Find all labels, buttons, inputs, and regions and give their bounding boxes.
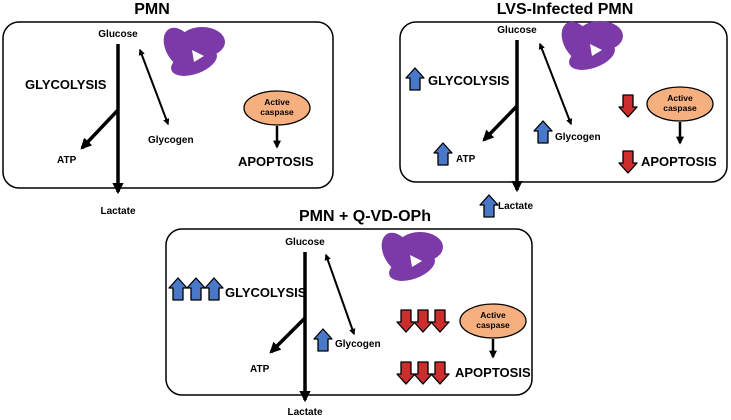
pmn-panel: PMN Glucose GLYCOLYSIS Glycogen ATP Lact… bbox=[2, 1, 334, 217]
pmn-atp-arrow bbox=[80, 108, 120, 150]
qvd-glucose-label: Glucose bbox=[285, 237, 325, 248]
qvd-glycogen-label: Glycogen bbox=[335, 339, 381, 350]
lvs-caspase-badge bbox=[646, 86, 714, 122]
qvd-caspase-label-1: Active bbox=[480, 310, 506, 320]
lvs-caspase-label-1: Active bbox=[667, 93, 693, 103]
pmn-glycogen-arrow bbox=[138, 48, 170, 126]
qvd-glycolysis-label: GLYCOLYSIS bbox=[225, 285, 307, 300]
lvs-glycogen-label: Glycogen bbox=[555, 132, 601, 143]
pmn-glycogen-label: Glycogen bbox=[148, 135, 194, 146]
qvd-title: PMN + Q-VD-OPh bbox=[299, 208, 431, 225]
qvd-glycogen-arrow bbox=[324, 253, 356, 336]
pmn-glucose-label: Glucose bbox=[98, 29, 138, 40]
qvd-apoptosis-label: APOPTOSIS bbox=[455, 365, 531, 380]
pmn-lactate-label: Lactate bbox=[100, 206, 135, 217]
pmn-glycolysis-label: GLYCOLYSIS bbox=[25, 77, 107, 92]
pmn-title: PMN bbox=[134, 1, 170, 18]
lvs-title: LVS-Infected PMN bbox=[497, 1, 634, 18]
lvs-panel: LVS-Infected PMN Glucose GLYCOLYSIS ATP … bbox=[399, 1, 728, 218]
lvs-lactate-up-arrow-icon bbox=[479, 194, 499, 218]
qvd-caspase-badge bbox=[459, 303, 527, 339]
qvd-panel: PMN + Q-VD-OPh Glucose GLYCOLYSIS Glycog… bbox=[165, 208, 533, 418]
qvd-atp-arrow bbox=[269, 316, 307, 354]
pmn-caspase-label-2: caspase bbox=[260, 107, 294, 117]
pmn-apoptosis-label: APOPTOSIS bbox=[238, 154, 314, 169]
lvs-atp-label: ATP bbox=[456, 154, 476, 165]
qvd-caspase-label-2: caspase bbox=[476, 320, 510, 330]
lvs-caspase-label-2: caspase bbox=[663, 103, 697, 113]
qvd-atp-label: ATP bbox=[250, 364, 270, 375]
qvd-lactate-label: Lactate bbox=[287, 407, 322, 418]
lvs-lactate-label: Lactate bbox=[498, 201, 533, 212]
lvs-atp-arrow bbox=[482, 104, 519, 142]
pmn-atp-label: ATP bbox=[57, 155, 77, 166]
lvs-glycolysis-label: GLYCOLYSIS bbox=[428, 73, 510, 88]
pmn-caspase-badge bbox=[243, 90, 311, 126]
lvs-glycogen-arrow bbox=[538, 42, 573, 126]
lvs-apoptosis-label: APOPTOSIS bbox=[641, 154, 717, 169]
pmn-caspase-label-1: Active bbox=[264, 97, 290, 107]
lvs-glucose-label: Glucose bbox=[497, 25, 537, 36]
